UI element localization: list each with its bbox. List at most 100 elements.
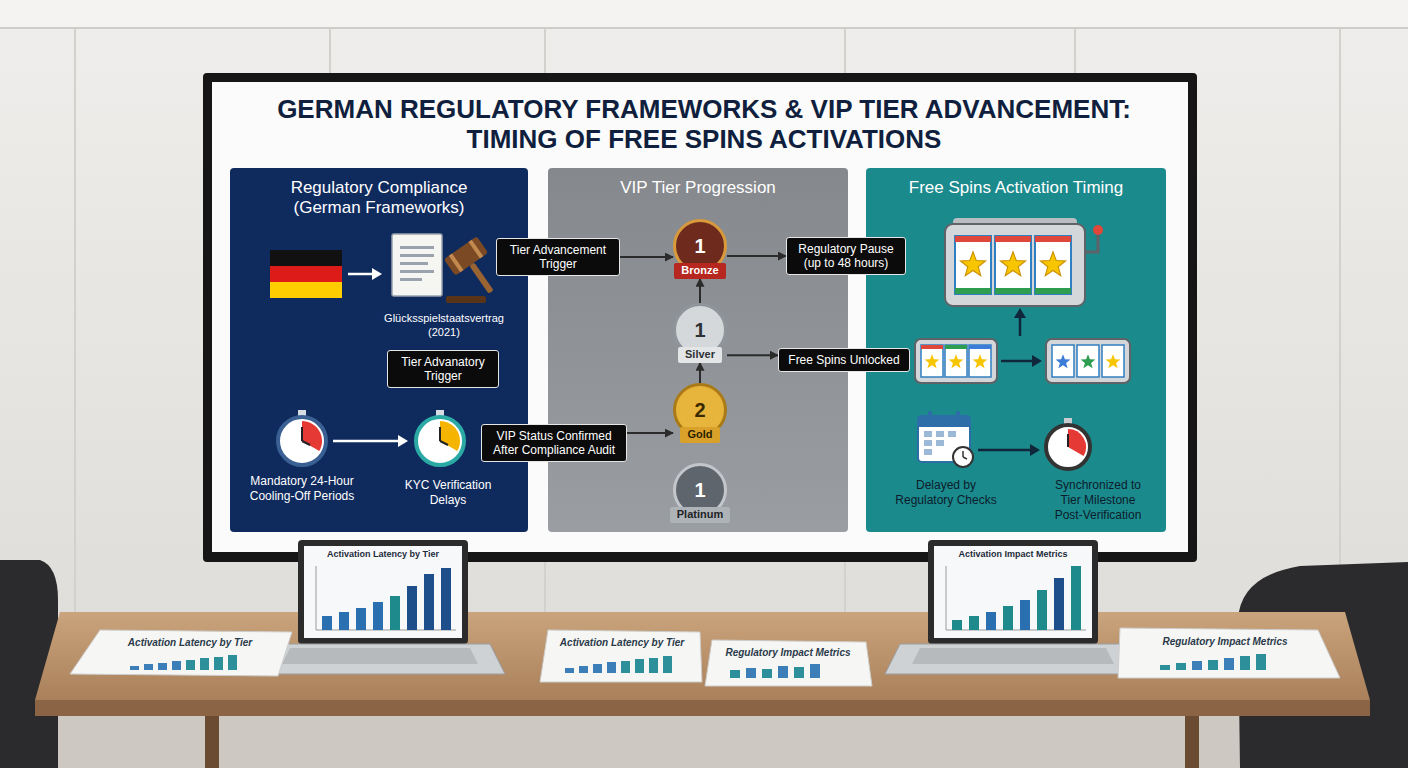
paper-sheet [1118, 628, 1340, 678]
slot-machine-icon [1081, 354, 1096, 368]
tier-number: 1 [694, 236, 705, 256]
conference-table [35, 700, 1370, 716]
flow-connector [627, 432, 673, 434]
flow-arrow [978, 449, 1031, 452]
laptop-illustration [304, 546, 462, 638]
caption-label: Regulatory Impact Metrics [713, 647, 863, 660]
slot-machine-icon [969, 345, 991, 349]
slot-machine-icon [921, 345, 943, 349]
stopwatch-icon [302, 421, 322, 451]
paper-sheet [794, 667, 804, 678]
laptop-illustration [407, 586, 417, 630]
gavel-icon [469, 262, 493, 293]
trigger-tag: Tier Advanatory Trigger [387, 350, 499, 389]
panel-background [230, 168, 528, 532]
room-wall [0, 27, 1408, 29]
caption-label: Synchronized to Tier Milestone Post-Veri… [1048, 478, 1148, 523]
calendar-icon [924, 440, 932, 446]
flow-arrow [398, 435, 408, 447]
slot-machine-icon [949, 354, 964, 368]
calendar-icon [924, 449, 932, 455]
laptop-illustration [282, 648, 478, 664]
tier-badge: 1Silver [673, 303, 727, 362]
paper-sheet [540, 630, 702, 682]
paper-sheet [1208, 660, 1218, 670]
caption-label: Activation Impact Metrics [938, 549, 1088, 560]
paper-sheet [228, 655, 237, 670]
german-flag [270, 250, 342, 298]
display-screen [203, 73, 1197, 562]
paper-sheet [214, 657, 223, 670]
stopwatch-icon [278, 410, 326, 465]
stopwatch-icon [1046, 425, 1090, 469]
paper-sheet [810, 664, 820, 678]
room-wall [1339, 28, 1341, 612]
flow-arrow [333, 435, 408, 447]
calendar-icon [948, 431, 956, 437]
laptop-illustration [255, 644, 505, 674]
calendar-icon [936, 440, 944, 446]
tier-ribbon: Silver [678, 347, 722, 362]
laptop-illustration [946, 566, 947, 630]
slot-machine-icon [1046, 339, 1130, 383]
slot-machine-icon [969, 345, 991, 377]
laptop-illustration [1071, 566, 1081, 630]
law-document-icon [400, 270, 434, 273]
label-slot: Regulatory Impact Metrics [713, 647, 863, 660]
label-slot: KYC Verification Delays [393, 478, 503, 508]
calendar-icon [962, 451, 964, 457]
stopwatch-icon [278, 417, 326, 465]
paper-sheet [705, 640, 872, 686]
laptop-illustration [298, 540, 468, 644]
slot-machine-icon [945, 345, 967, 349]
slot-machine-icon [1035, 236, 1071, 242]
label-slot: Mandatory 24-Hour Cooling-Off Periods [234, 474, 370, 504]
flow-arrow [1030, 444, 1040, 456]
slot-machine-icon [1102, 345, 1124, 377]
display-screen [212, 82, 1188, 552]
stopwatch-icon [302, 441, 310, 445]
slot-machine-icon [945, 224, 1085, 306]
slot-machine-icon [1077, 345, 1099, 377]
stopwatch-icon [440, 441, 448, 445]
tag-text: Tier Advanatory Trigger [394, 355, 492, 384]
laptop-illustration [912, 648, 1114, 664]
paper-sheet [200, 658, 209, 670]
slot-machine-icon [925, 354, 940, 368]
slot-machine-icon [960, 252, 985, 276]
conference-table [1185, 716, 1199, 768]
laptop-illustration [885, 540, 1141, 674]
flow-arrow [1014, 308, 1026, 318]
flow-arrow [1032, 355, 1042, 367]
paper-sheet [663, 656, 672, 673]
flow-connector [699, 279, 701, 304]
laptop-illustration [356, 608, 366, 630]
label-slot: Regulatory Impact Metrics [1145, 636, 1305, 649]
gavel-icon [468, 240, 483, 259]
title-slot: GERMAN REGULATORY FRAMEWORKS & VIP TIER … [254, 94, 1154, 154]
slot-machine-icon [945, 218, 1103, 306]
laptop-illustration [255, 540, 505, 674]
law-document-icon [400, 254, 434, 257]
flow-arrow [348, 273, 373, 276]
unlock-tag: Free Spins Unlocked [778, 348, 910, 372]
stopwatch-icon [416, 410, 464, 465]
laptop-illustration [424, 574, 434, 630]
paper-sheet [649, 658, 658, 673]
stopwatch-icon [1068, 429, 1086, 456]
caption-label: Delayed by Regulatory Checks [890, 478, 1002, 508]
paper-sheet [730, 670, 740, 678]
flow-arrow [348, 268, 382, 280]
paper-sheet [593, 664, 602, 673]
flow-arrow [978, 444, 1040, 456]
paper-sheet [1224, 658, 1234, 670]
slot-machine-icon [995, 288, 1031, 294]
slot-machine-icon [915, 339, 997, 383]
calendar-icon [963, 457, 967, 459]
activation-panel: Free Spins Activation Timing [866, 168, 1166, 532]
law-document-icon [400, 278, 422, 281]
paper-sheet [70, 630, 292, 676]
trigger-tag: Tier Advancement Trigger [496, 238, 620, 277]
laptop-illustration [934, 546, 1092, 638]
german-flag [270, 282, 342, 298]
